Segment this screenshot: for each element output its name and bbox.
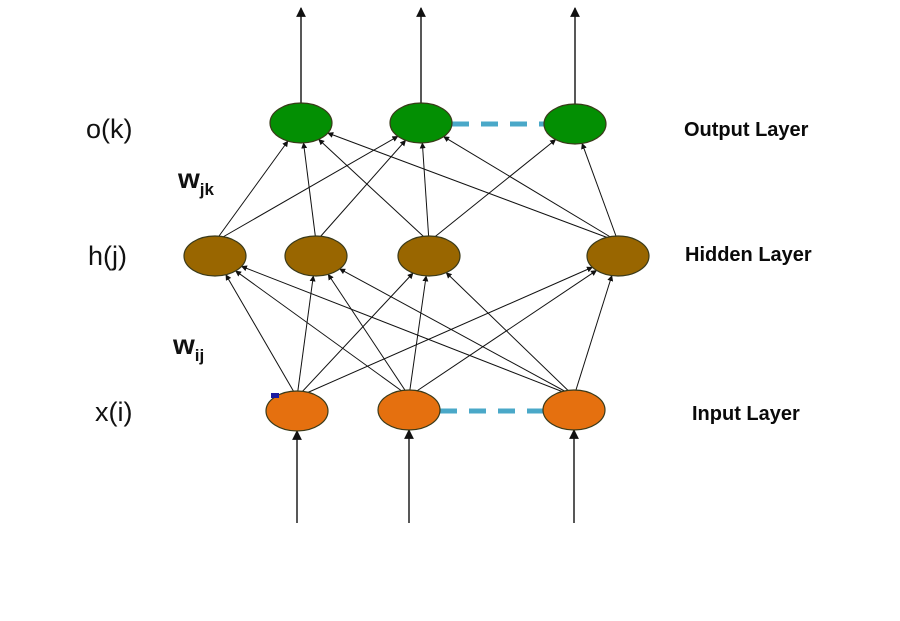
weight-ij-subscript: ij [195,346,204,365]
weight-label-ij: wij [172,329,204,365]
input-symbol: x(i) [95,397,132,427]
edge-hidden-1-to-output-1 [217,140,289,239]
output-node-1 [269,102,333,144]
edge-input-2-to-hidden-3 [409,275,429,393]
hidden-layer-label: Hidden Layer [685,244,812,266]
edge-hidden-4-to-output-1 [327,132,609,239]
edge-input-1-to-hidden-1 [225,274,295,394]
output-node-2 [389,102,453,144]
edge-hidden-2-to-output-2 [318,139,407,239]
selection-handle-artifact [271,393,279,398]
edge-hidden-3-to-output-2 [419,142,430,239]
hidden-node-3 [397,235,461,277]
edge-input-2-to-hidden-2 [327,273,407,393]
edge-input-1-to-hidden-2 [297,275,316,394]
weight-label-jk: wjk [177,163,215,199]
hidden-node-1 [183,235,247,277]
edge-input-3-to-hidden-2 [339,268,567,393]
input-node-3 [542,389,606,431]
edge-input-2-to-hidden-1 [235,270,404,393]
hidden-symbol: h(j) [88,241,127,271]
ellipsis-dashes [440,121,552,414]
edge-input-3-to-hidden-1 [240,265,564,393]
edge-input-3-to-hidden-4 [574,275,614,393]
hidden-node-2 [284,235,348,277]
input-layer-label: Input Layer [692,403,800,425]
edge-input-2-to-hidden-4 [414,270,598,393]
weight-jk-subscript: jk [199,180,215,199]
weight-ij-base: w [172,329,195,360]
weight-jk-base: w [177,163,200,194]
nodes [183,102,650,432]
edge-hidden-4-to-output-2 [443,136,613,239]
io-arrows [292,7,580,523]
edge-hidden-3-to-output-1 [318,139,426,239]
hidden-node-4 [586,235,650,277]
input-node-2 [377,389,441,431]
edge-input-1-to-hidden-4 [306,266,593,394]
output-symbol: o(k) [86,114,133,144]
edge-hidden-4-to-output-3 [581,142,618,239]
edge-hidden-3-to-output-3 [433,139,557,239]
output-layer-label: Output Layer [684,119,809,141]
edge-input-1-to-hidden-3 [300,272,414,394]
edge-input-3-to-hidden-3 [445,272,570,393]
edge-hidden-2-to-output-1 [301,142,317,239]
output-node-3 [543,103,607,145]
edges [217,132,618,394]
input-node-1 [265,390,329,432]
